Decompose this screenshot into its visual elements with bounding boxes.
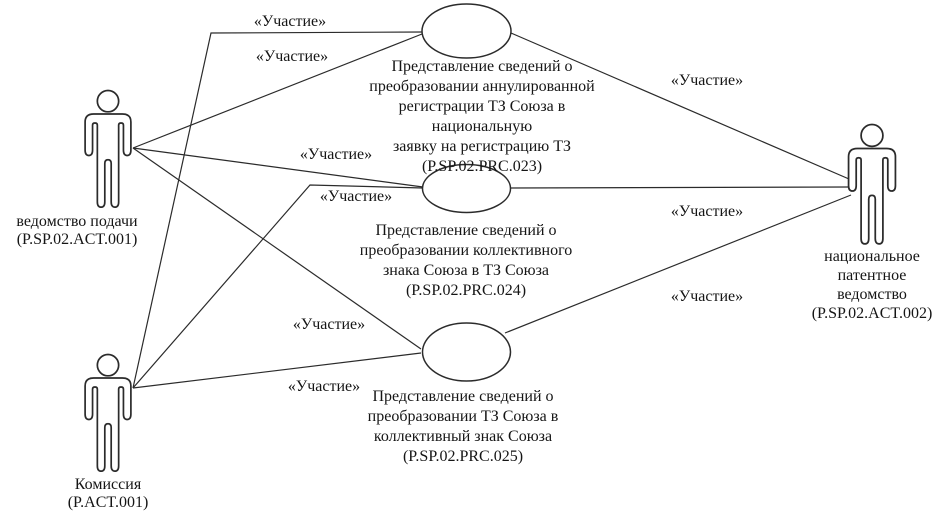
edge-label-prc023-natspatent: «Участие» [670,72,744,89]
edge-label-prc024-natspatent: «Участие» [670,203,744,220]
usecase-label-prc025: Представление сведений о преобразовании … [367,388,559,465]
actor-label-komissiya: Комиссия (P.ACT.001) [67,476,149,511]
edge-prc023-natspatent [510,32,850,180]
person-icon [84,353,132,473]
edge-prc025-natspatent [504,194,852,334]
edge-vedomstvo-prc025 [132,147,422,350]
usecase-ellipse-prc024 [421,163,512,214]
person-icon [84,89,132,209]
actor-figure-nats-patent-vedomstvo [847,123,897,245]
usecase-label-prc023: Представление сведений о преобразовании … [369,58,595,175]
usecase-label-prc024: Представление сведений о преобразовании … [359,222,573,299]
actor-label-vedomstvo-podachi: ведомство подачи (P.SP.02.ACT.001) [16,213,138,248]
edge-label-komissiya-prc025: «Участие» [287,378,361,395]
edge-komissiya-prc025 [132,352,422,389]
edge-prc024-natspatent [509,186,850,189]
usecase-ellipse-prc025 [421,322,512,382]
edge-label-komissiya-prc024: «Участие» [319,188,393,205]
edge-label-vedomstvo-prc024: «Участие» [299,146,373,163]
edge-komissiya-prc023 [132,31,424,389]
actor-figure-komissiya [84,353,132,473]
edge-label-komissiya-prc023: «Участие» [253,13,327,30]
actor-figure-vedomstvo-podachi [84,89,132,209]
usecase-ellipse-prc023 [421,3,512,59]
edge-komissiya-prc024 [132,184,424,389]
actor-label-nats-patent-vedomstvo: национальное патентное ведомство (P.SP.0… [811,248,933,322]
edge-label-vedomstvo-prc023: «Участие» [255,48,329,65]
edge-label-prc025-natspatent: «Участие» [670,288,744,305]
edge-vedomstvo-prc023 [132,33,423,149]
edge-label-vedomstvo-prc025: «Участие» [292,316,366,333]
edge-vedomstvo-prc024 [132,147,424,188]
person-icon [847,123,897,245]
